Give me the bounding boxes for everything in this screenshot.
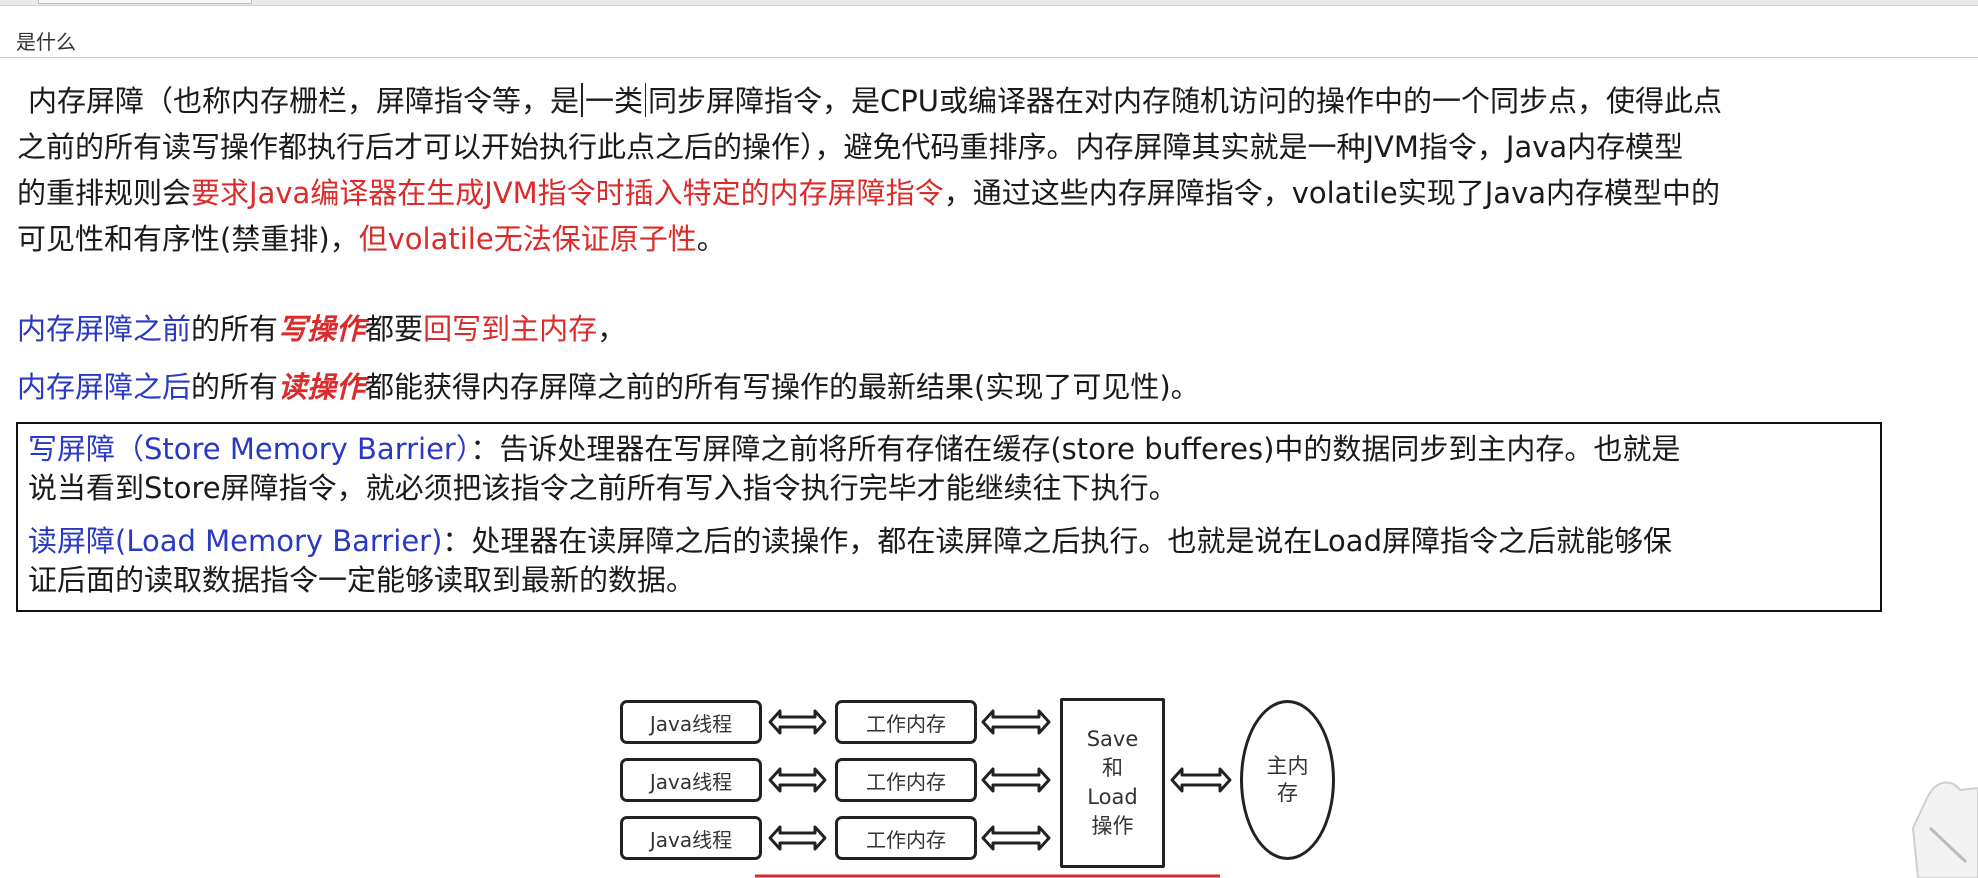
text-span: 都要 [365,312,424,346]
node-label: Java线程 [649,827,733,852]
text-span: 之前的所有读写操作都执行后才可以开始执行此点之后的操作），避免代码重排序。内存屏… [17,130,1684,164]
text-cursor-2 [645,83,647,117]
mouse-cursor-icon [1911,781,1978,878]
section-title: 是什么 [16,30,76,54]
node-label: Java线程 [649,769,733,794]
text-cursor [581,83,584,117]
work-memory-node: 工作内存 [835,700,977,744]
java-thread-node: Java线程 [620,758,762,802]
write-rule-line: 内存屏障之前的所有写操作都要回写到主内存， [17,306,626,352]
main-memory-node: 主内 存 [1240,700,1335,860]
text-span: 。 [696,222,726,256]
text-span: ：告诉处理器在写屏障之前将所有存储在缓存(store bufferes)中的数据… [470,432,1681,466]
top-tab-strip [0,0,1978,6]
save-load-node: Save 和 Load 操作 [1060,698,1165,868]
section-title-bar: 是什么 [0,17,1978,58]
highlight-red: 但volatile无法保证原子性 [358,222,697,256]
store-barrier-paragraph: 写屏障（Store Memory Barrier）：告诉处理器在写屏障之前将所有… [28,430,1870,508]
text-span: 可见性和有序性(禁重排)， [17,222,359,256]
node-label: 工作内存 [866,711,946,736]
text-span: ， [597,312,627,346]
text-span: 同步屏障指令，是CPU或编译器在对内存随机访问的操作中的一个同步点，使得此点 [648,84,1722,118]
text-span: 的所有 [191,370,279,404]
node-label: 操作 [1091,814,1134,838]
double-arrow-icon [768,825,827,851]
double-arrow-icon [981,825,1051,851]
node-label: Save [1086,727,1139,751]
emphasis-write-op: 写操作 [278,312,366,346]
text-span: 的重排规则会 [17,176,192,210]
double-arrow-icon [1170,767,1232,793]
document-body: 内存屏障（也称内存栅栏，屏障指令等，是一类同步屏障指令，是CPU或编译器在对内存… [0,58,1978,878]
double-arrow-icon [981,709,1051,735]
paragraph-line-3: 的重排规则会要求Java编译器在生成JVM指令时插入特定的内存屏障指令，通过这些… [17,170,1720,216]
node-label: 存 [1277,781,1298,805]
double-arrow-icon [768,767,827,793]
load-barrier-paragraph: 读屏障(Load Memory Barrier)：处理器在读屏障之后的读操作，都… [28,522,1870,600]
text-span: ，通过这些内存屏障指令，volatile实现了Java内存模型中的 [943,176,1721,210]
node-label: 工作内存 [866,827,946,852]
node-label: 和 [1102,756,1123,780]
text-span: 一类 [585,84,644,118]
top-tab[interactable] [38,0,252,4]
read-rule-line: 内存屏障之后的所有读操作都能获得内存屏障之前的所有写操作的最新结果(实现了可见性… [17,364,1200,410]
paragraph-line-4: 可见性和有序性(禁重排)，但volatile无法保证原子性。 [17,216,726,262]
work-memory-node: 工作内存 [835,758,977,802]
java-thread-node: Java线程 [620,700,762,744]
text-span: 的所有 [191,312,279,346]
highlight-red: 回写到主内存 [423,312,598,346]
paragraph-line-1: 内存屏障（也称内存栅栏，屏障指令等，是一类同步屏障指令，是CPU或编译器在对内存… [28,78,1722,124]
text-span: 证后面的读取数据指令一定能够读取到最新的数据。 [28,563,696,597]
memory-model-diagram: Java线程 Java线程 Java线程 工作内存 工作内存 工作内存 Save… [615,640,1345,878]
node-label: 主内 [1266,754,1309,778]
work-memory-node: 工作内存 [835,816,977,860]
load-barrier-title: 读屏障(Load Memory Barrier) [28,524,443,558]
paragraph-line-2: 之前的所有读写操作都执行后才可以开始执行此点之后的操作），避免代码重排序。内存屏… [17,124,1683,170]
java-thread-node: Java线程 [620,816,762,860]
double-arrow-icon [768,709,827,735]
store-barrier-title: 写屏障（Store Memory Barrier） [28,432,471,466]
node-label: Java线程 [649,711,733,736]
highlight-blue: 内存屏障之后 [17,370,192,404]
node-label: Load [1087,785,1138,809]
highlight-red: 要求Java编译器在生成JVM指令时插入特定的内存屏障指令 [191,176,944,210]
text-span: ：处理器在读屏障之后的读操作，都在读屏障之后执行。也就是说在Load屏障指令之后… [442,524,1672,558]
node-label: 工作内存 [866,769,946,794]
text-span: 说当看到Store屏障指令，就必须把该指令之前所有写入指令执行完毕才能继续往下执… [28,471,1178,505]
text-span: 都能获得内存屏障之前的所有写操作的最新结果(实现了可见性)。 [365,370,1200,404]
text-span: 内存屏障（也称内存栅栏，屏障指令等，是 [28,84,580,118]
barrier-definition-box: 写屏障（Store Memory Barrier）：告诉处理器在写屏障之前将所有… [16,422,1882,612]
highlight-blue: 内存屏障之前 [17,312,192,346]
emphasis-read-op: 读操作 [278,370,366,404]
double-arrow-icon [981,767,1051,793]
